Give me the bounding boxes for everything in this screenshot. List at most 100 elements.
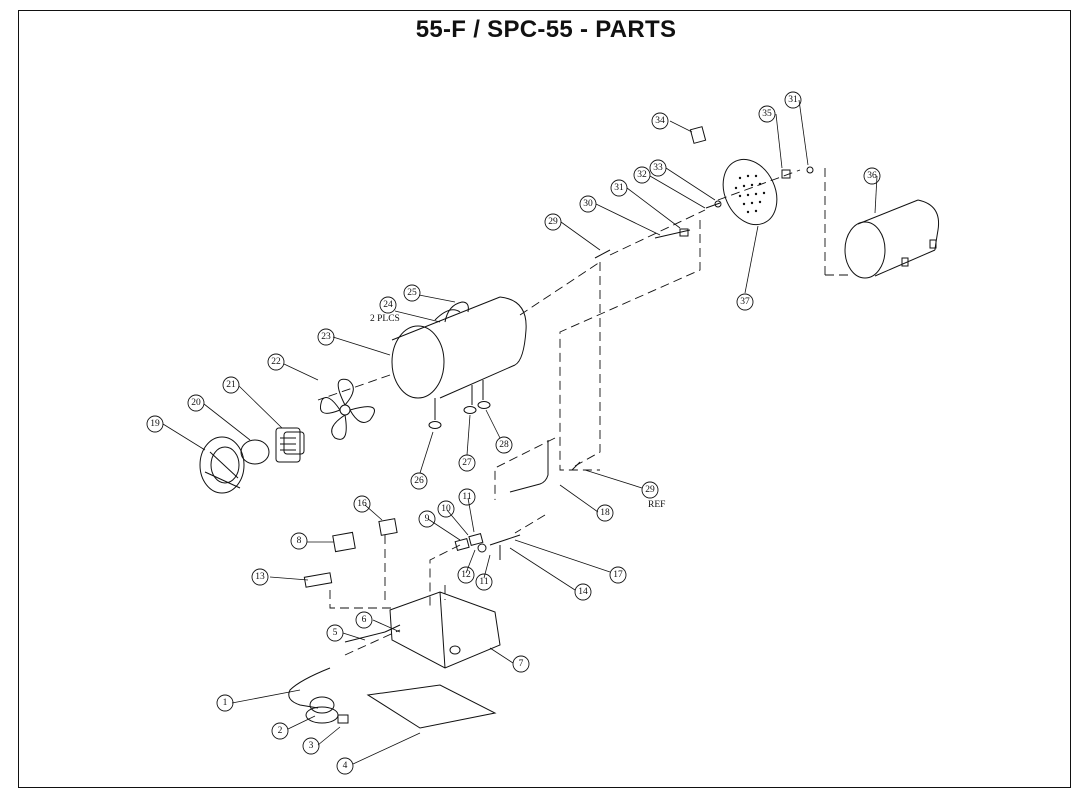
callout-35: 35 [758, 105, 776, 123]
callout-26: 26 [410, 472, 428, 490]
svg-text:1: 1 [223, 698, 228, 708]
callout-3: 3 [302, 737, 320, 755]
callout-34: 34 [651, 112, 669, 130]
callout-29a: 29 [544, 213, 562, 231]
svg-text:24: 24 [383, 300, 393, 310]
callout-10: 10 [437, 500, 455, 518]
callout-25: 25 [403, 284, 421, 302]
svg-text:36: 36 [867, 171, 877, 181]
callout-33: 33 [649, 159, 667, 177]
svg-text:17: 17 [613, 570, 623, 580]
callouts: 1 2 3 4 5 6 7 8 9 10 11 11 12 13 14 16 1… [146, 91, 881, 775]
callout-18: 18 [596, 504, 614, 522]
housing-feet [428, 380, 491, 429]
callout-14: 14 [574, 583, 592, 601]
callout-27: 27 [458, 454, 476, 472]
svg-text:19: 19 [150, 419, 160, 429]
svg-text:16: 16 [357, 499, 367, 509]
svg-text:8: 8 [297, 536, 302, 546]
callout-30: 30 [579, 195, 597, 213]
svg-text:30: 30 [583, 199, 593, 209]
svg-text:5: 5 [333, 628, 338, 638]
callout-16: 16 [353, 495, 371, 513]
bottom-cover [366, 684, 497, 729]
motor-plate [240, 439, 270, 465]
callout-31a: 31 [610, 179, 628, 197]
svg-text:10: 10 [441, 504, 451, 514]
svg-text:18: 18 [600, 508, 610, 518]
svg-text:33: 33 [653, 163, 663, 173]
svg-text:11: 11 [479, 577, 488, 587]
callout-1: 1 [216, 694, 234, 712]
handle [444, 301, 469, 323]
callout-11b: 11 [475, 573, 493, 591]
svg-text:7: 7 [519, 659, 524, 669]
callout-28: 28 [495, 436, 513, 454]
svg-text:31: 31 [614, 183, 624, 193]
ignition-components [594, 126, 722, 259]
callout-32: 32 [633, 166, 651, 184]
callout-21: 21 [222, 376, 240, 394]
svg-text:4: 4 [343, 761, 348, 771]
callout-24: 24 [379, 296, 397, 314]
svg-text:28: 28 [499, 440, 509, 450]
svg-text:35: 35 [762, 109, 772, 119]
callout-6: 6 [355, 611, 373, 629]
svg-text:32: 32 [637, 170, 647, 180]
callout-7: 7 [512, 655, 530, 673]
burner-plate [722, 158, 814, 226]
assembly-lines [317, 168, 850, 656]
callout-13: 13 [251, 568, 269, 586]
base-tray [389, 591, 501, 669]
svg-text:23: 23 [321, 332, 331, 342]
svg-text:21: 21 [226, 380, 236, 390]
gas-train [303, 440, 581, 588]
svg-text:34: 34 [655, 116, 665, 126]
svg-text:29: 29 [645, 485, 655, 495]
svg-text:2: 2 [278, 726, 283, 736]
callout-4: 4 [336, 757, 354, 775]
callout-22: 22 [267, 353, 285, 371]
svg-text:14: 14 [578, 587, 588, 597]
svg-text:37: 37 [740, 297, 750, 307]
svg-text:9: 9 [425, 514, 430, 524]
callout-36: 36 [863, 167, 881, 185]
callout-8: 8 [290, 532, 308, 550]
hose-assembly [288, 624, 401, 724]
motor [275, 427, 305, 463]
svg-text:27: 27 [462, 458, 472, 468]
main-housing [391, 296, 527, 399]
fan-blade [320, 378, 375, 440]
svg-text:12: 12 [461, 570, 471, 580]
callout-5: 5 [326, 624, 344, 642]
fan-guard [199, 436, 245, 494]
callout-29b: 29 [641, 481, 659, 499]
callout-2: 2 [271, 722, 289, 740]
note-plcs: 2 PLCS [370, 314, 400, 324]
svg-text:26: 26 [414, 476, 424, 486]
svg-text:22: 22 [271, 357, 281, 367]
page-title: 55-F / SPC-55 - PARTS [415, 16, 677, 43]
note-ref: REF [648, 500, 665, 510]
callout-23: 23 [317, 328, 335, 346]
callout-19: 19 [146, 415, 164, 433]
outer-shell [844, 199, 940, 279]
svg-text:31: 31 [788, 95, 798, 105]
svg-text:13: 13 [255, 572, 265, 582]
drawing-frame [18, 10, 1071, 788]
callout-12: 12 [457, 566, 475, 584]
svg-text:25: 25 [407, 288, 417, 298]
callout-37: 37 [736, 293, 754, 311]
leader-lines [162, 99, 878, 765]
callout-31b: 31 [784, 91, 802, 109]
svg-text:6: 6 [362, 615, 367, 625]
svg-text:11: 11 [462, 492, 471, 502]
callout-11a: 11 [458, 488, 476, 506]
svg-text:20: 20 [191, 398, 201, 408]
callout-17: 17 [609, 566, 627, 584]
svg-text:29: 29 [548, 217, 558, 227]
svg-text:3: 3 [309, 741, 314, 751]
callout-9: 9 [418, 510, 436, 528]
callout-20: 20 [187, 394, 205, 412]
